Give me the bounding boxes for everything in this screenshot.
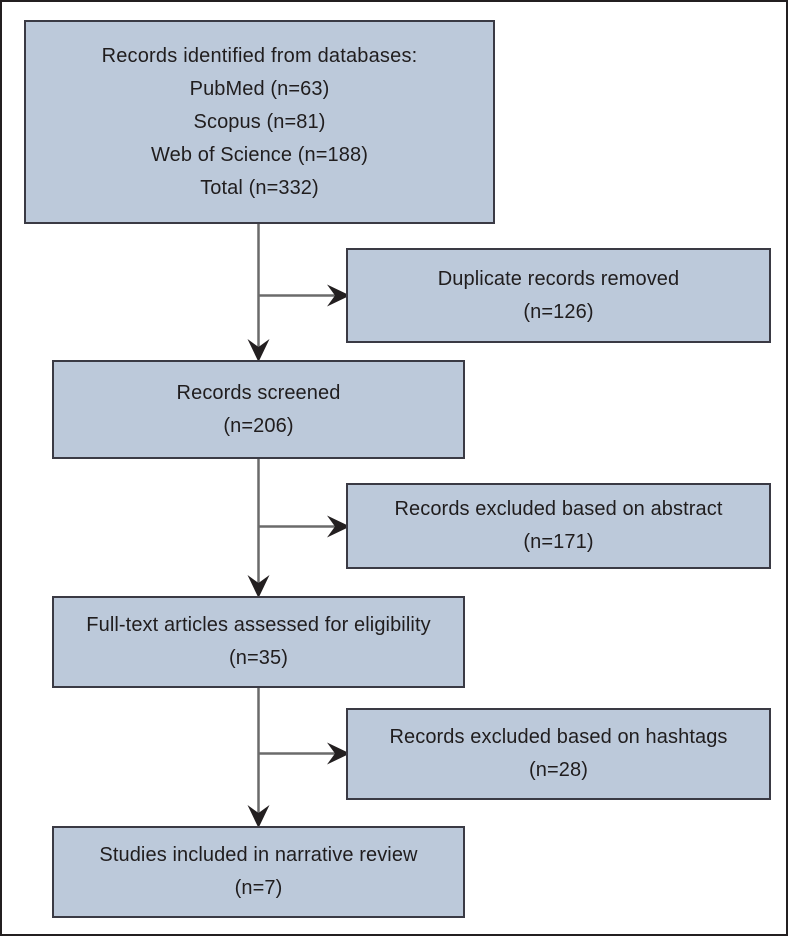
node-line: (n=7) (234, 877, 283, 899)
node-line: (n=35) (229, 647, 288, 669)
node-line: Web of Science (n=188) (151, 143, 368, 166)
node-line: (n=171) (523, 531, 594, 553)
node-duplicate-records-removed: Duplicate records removed (n=126) (346, 248, 771, 343)
node-line: Total (n=332) (200, 176, 319, 199)
node-full-text-assessed: Full-text articles assessed for eligibil… (52, 596, 465, 688)
node-records-screened: Records screened (n=206) (52, 360, 465, 459)
node-line: Studies included in narrative review (99, 844, 418, 866)
node-line: Full-text articles assessed for eligibil… (86, 614, 431, 636)
node-records-identified: Records identified from databases: PubMe… (24, 20, 495, 224)
node-line: Records identified from databases: (101, 44, 418, 67)
node-line: Duplicate records removed (437, 267, 680, 290)
node-line: Scopus (n=81) (193, 110, 326, 133)
node-line: Records excluded based on hashtags (389, 726, 728, 748)
node-line: (n=28) (529, 759, 588, 781)
node-records-excluded-abstract: Records excluded based on abstract (n=17… (346, 483, 771, 569)
node-studies-included: Studies included in narrative review (n=… (52, 826, 465, 918)
node-line: (n=126) (523, 300, 594, 323)
node-line: Records screened (176, 381, 341, 404)
node-line: (n=206) (223, 414, 294, 437)
node-line: PubMed (n=63) (189, 77, 330, 100)
node-line: Records excluded based on abstract (394, 498, 723, 520)
node-records-excluded-hashtags: Records excluded based on hashtags (n=28… (346, 708, 771, 800)
